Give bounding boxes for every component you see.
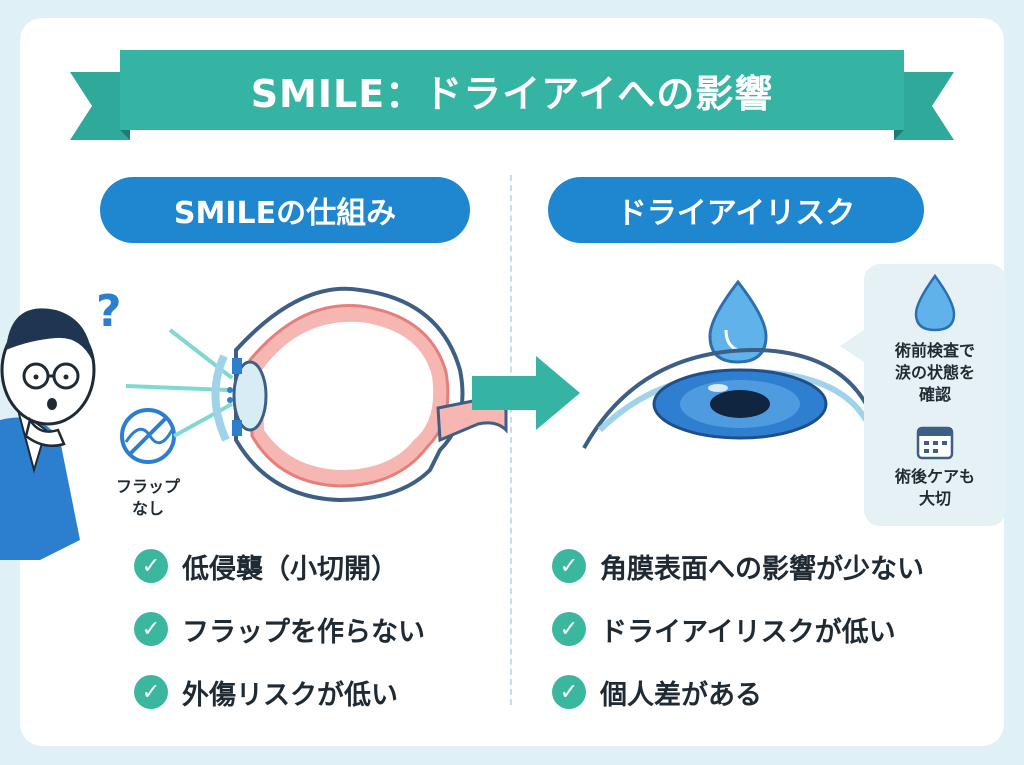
care-note-pointer xyxy=(840,330,864,362)
mechanism-heading: SMILEの仕組み xyxy=(100,177,470,243)
list-item-text: ドライアイリスクが低い xyxy=(600,616,896,648)
page-title: SMILE：ドライアイへの影響 xyxy=(250,71,774,116)
list-item-text: 外傷リスクが低い xyxy=(182,679,398,711)
calendar-icon xyxy=(916,426,954,460)
check-icon: ✓ xyxy=(552,549,586,583)
banner-band xyxy=(120,50,904,130)
person-illustration xyxy=(0,308,96,560)
pre-op-note-line3: 確認 xyxy=(918,385,951,404)
list-item: ✓ ドライアイリスクが低い xyxy=(552,609,924,649)
check-icon: ✓ xyxy=(552,612,586,646)
no-flap-label-line1: フラップ xyxy=(115,477,180,496)
no-flap-label-line2: なし xyxy=(131,499,164,518)
check-icon: ✓ xyxy=(134,549,168,583)
dry-eye-risk-heading: ドライアイリスク xyxy=(548,177,924,243)
pre-op-note-line1: 術前検査で xyxy=(894,341,975,360)
tear-drop-icon xyxy=(708,279,768,364)
list-item: ✓ 低侵襲（小切開） xyxy=(134,546,425,586)
no-flap-label: フラップ なし xyxy=(98,476,198,520)
list-item: ✓ 外傷リスクが低い xyxy=(134,672,425,712)
front-eye-illustration xyxy=(582,347,882,449)
check-icon: ✓ xyxy=(134,675,168,709)
check-icon: ✓ xyxy=(552,675,586,709)
note-tear-drop-icon xyxy=(914,273,956,332)
list-item: ✓ 角膜表面への影響が少ない xyxy=(552,546,924,586)
list-item: ✓ 個人差がある xyxy=(552,672,924,712)
list-item-text: 個人差がある xyxy=(600,679,762,711)
list-item-text: 低侵襲（小切開） xyxy=(182,553,398,585)
list-item-text: 角膜表面への影響が少ない xyxy=(600,553,924,585)
pre-op-note-line2: 涙の状態を xyxy=(894,363,975,382)
banner-fold-left xyxy=(120,130,130,140)
arrow-right-icon xyxy=(472,356,580,430)
svg-text:?: ? xyxy=(96,286,122,337)
dry-eye-risk-points: ✓ 角膜表面への影響が少ない ✓ ドライアイリスクが低い ✓ 個人差がある xyxy=(552,546,924,735)
post-op-note-line2: 大切 xyxy=(918,489,951,508)
title-banner xyxy=(70,50,954,140)
banner-tail-left xyxy=(70,72,130,140)
list-item-text: フラップを作らない xyxy=(182,616,425,648)
post-op-note: 術後ケアも 大切 xyxy=(864,466,1006,510)
check-icon: ✓ xyxy=(134,612,168,646)
no-flap-icon xyxy=(120,408,176,464)
question-mark-icon: ? xyxy=(96,286,122,337)
mechanism-points: ✓ 低侵襲（小切開） ✓ フラップを作らない ✓ 外傷リスクが低い xyxy=(134,546,425,735)
post-op-note-line1: 術後ケアも xyxy=(894,467,975,486)
banner-tail-right xyxy=(894,72,954,140)
eye-cross-section xyxy=(211,286,508,503)
list-item: ✓ フラップを作らない xyxy=(134,609,425,649)
pre-op-note: 術前検査で 涙の状態を 確認 xyxy=(864,340,1006,406)
panel-divider xyxy=(510,175,512,705)
banner-fold-right xyxy=(894,130,904,140)
